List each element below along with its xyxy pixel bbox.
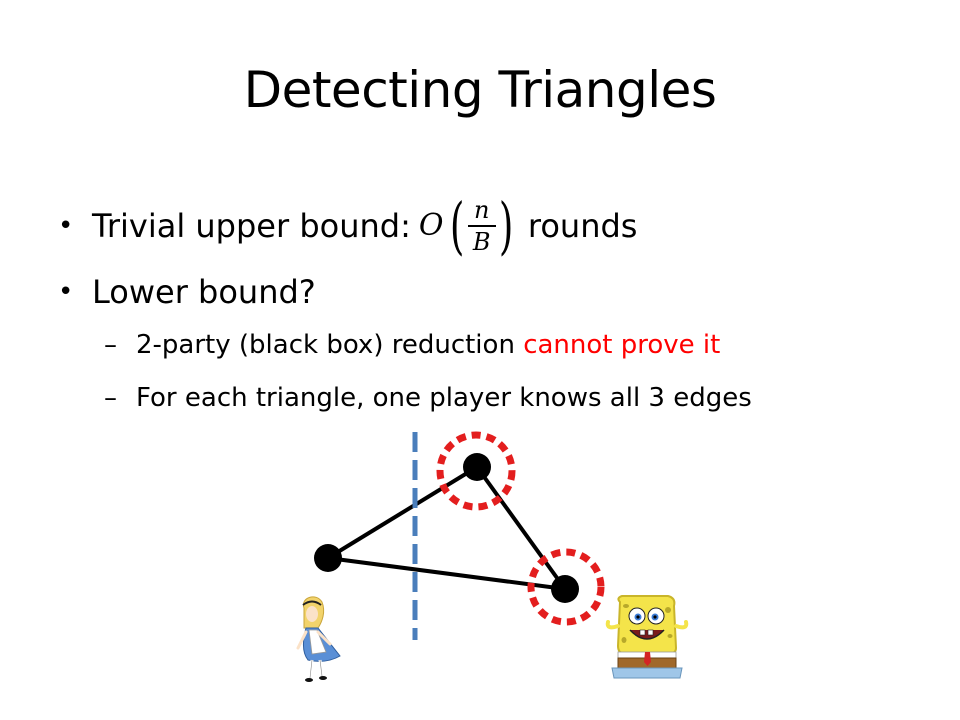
bullet-lower-bound-text: Lower bound? — [92, 273, 316, 311]
vertex-top — [463, 453, 491, 481]
spongebob-figure-icon — [605, 595, 689, 679]
sub-bullet-triangle-text: For each triangle, one player knows all … — [136, 383, 752, 413]
big-o-expression: O ( n B ) — [419, 195, 518, 257]
left-paren: ( — [450, 189, 465, 262]
fraction: n B — [467, 196, 496, 256]
bullet-upper-bound-suffix: rounds — [527, 207, 638, 245]
vertex-right — [551, 575, 579, 603]
vertex-left — [314, 544, 342, 572]
highlight-circle-right — [527, 548, 605, 626]
highlight-circle-top — [436, 431, 516, 511]
bullet-lower-bound: • Lower bound? — [58, 272, 316, 312]
slide-title: Detecting Triangles — [243, 61, 717, 119]
sub-bullet-dash: – — [104, 330, 117, 360]
sub-bullet-reduction: –2-party (black box) reduction cannot pr… — [104, 328, 720, 362]
alice-figure-icon — [296, 596, 341, 682]
bullet-upper-bound: • Trivial upper bound: O ( n B ) rounds — [58, 195, 637, 257]
sub-bullet-triangle: –For each triangle, one player knows all… — [104, 381, 752, 415]
sub-bullet-dash: – — [104, 383, 117, 413]
big-o-symbol: O — [418, 208, 444, 243]
fraction-numerator: n — [473, 196, 490, 224]
sub-bullet-reduction-highlight: cannot prove it — [523, 330, 721, 360]
right-paren: ) — [498, 189, 514, 262]
bullet-upper-bound-prefix: Trivial upper bound: — [92, 207, 411, 245]
sub-bullet-reduction-text: 2-party (black box) reduction — [136, 330, 515, 360]
bullet-dot: • — [58, 211, 74, 241]
bullet-dot: • — [58, 277, 74, 307]
edge-top-right — [475, 465, 567, 591]
edge-left-top — [326, 465, 479, 560]
fraction-denominator: B — [472, 228, 491, 256]
fraction-bar — [467, 225, 496, 227]
edge-left-right — [327, 556, 566, 591]
